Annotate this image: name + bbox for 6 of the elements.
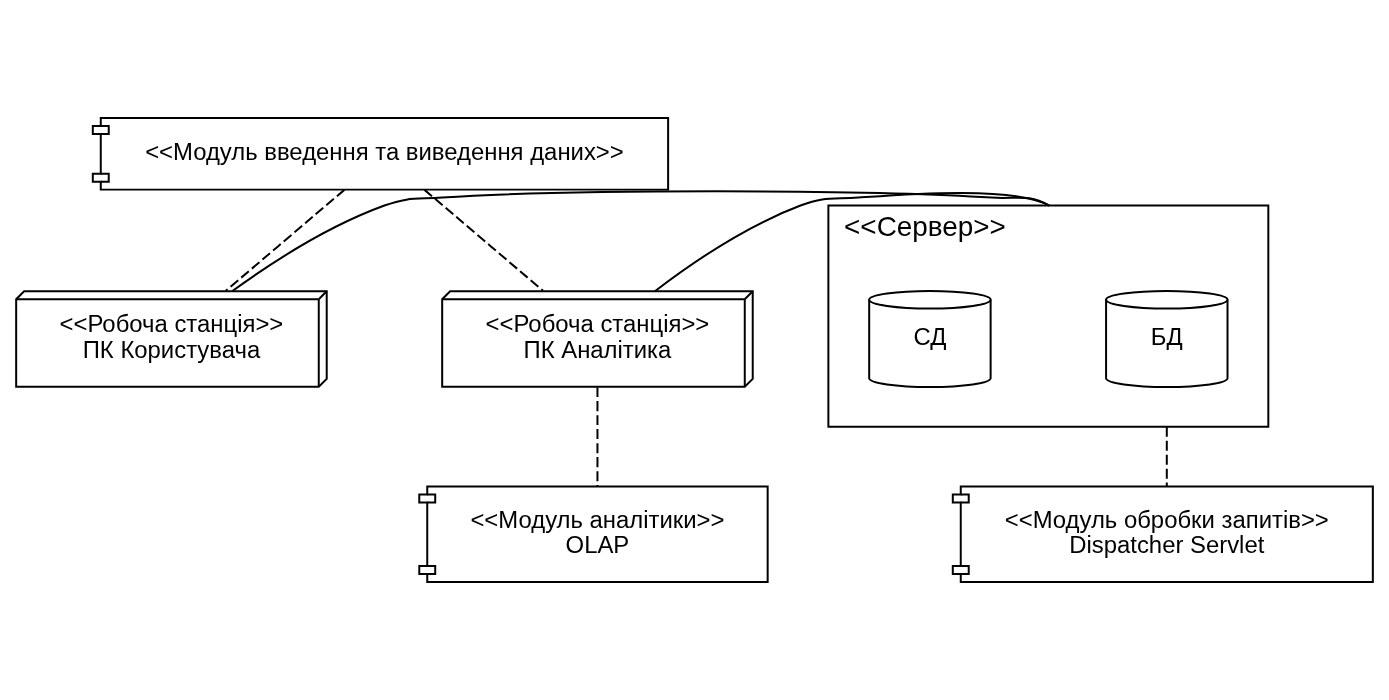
connector bbox=[224, 188, 346, 292]
connector bbox=[231, 190, 1051, 293]
connector bbox=[653, 191, 1051, 293]
connector bbox=[1165, 425, 1168, 488]
connector bbox=[423, 188, 545, 292]
connector bbox=[596, 386, 599, 488]
